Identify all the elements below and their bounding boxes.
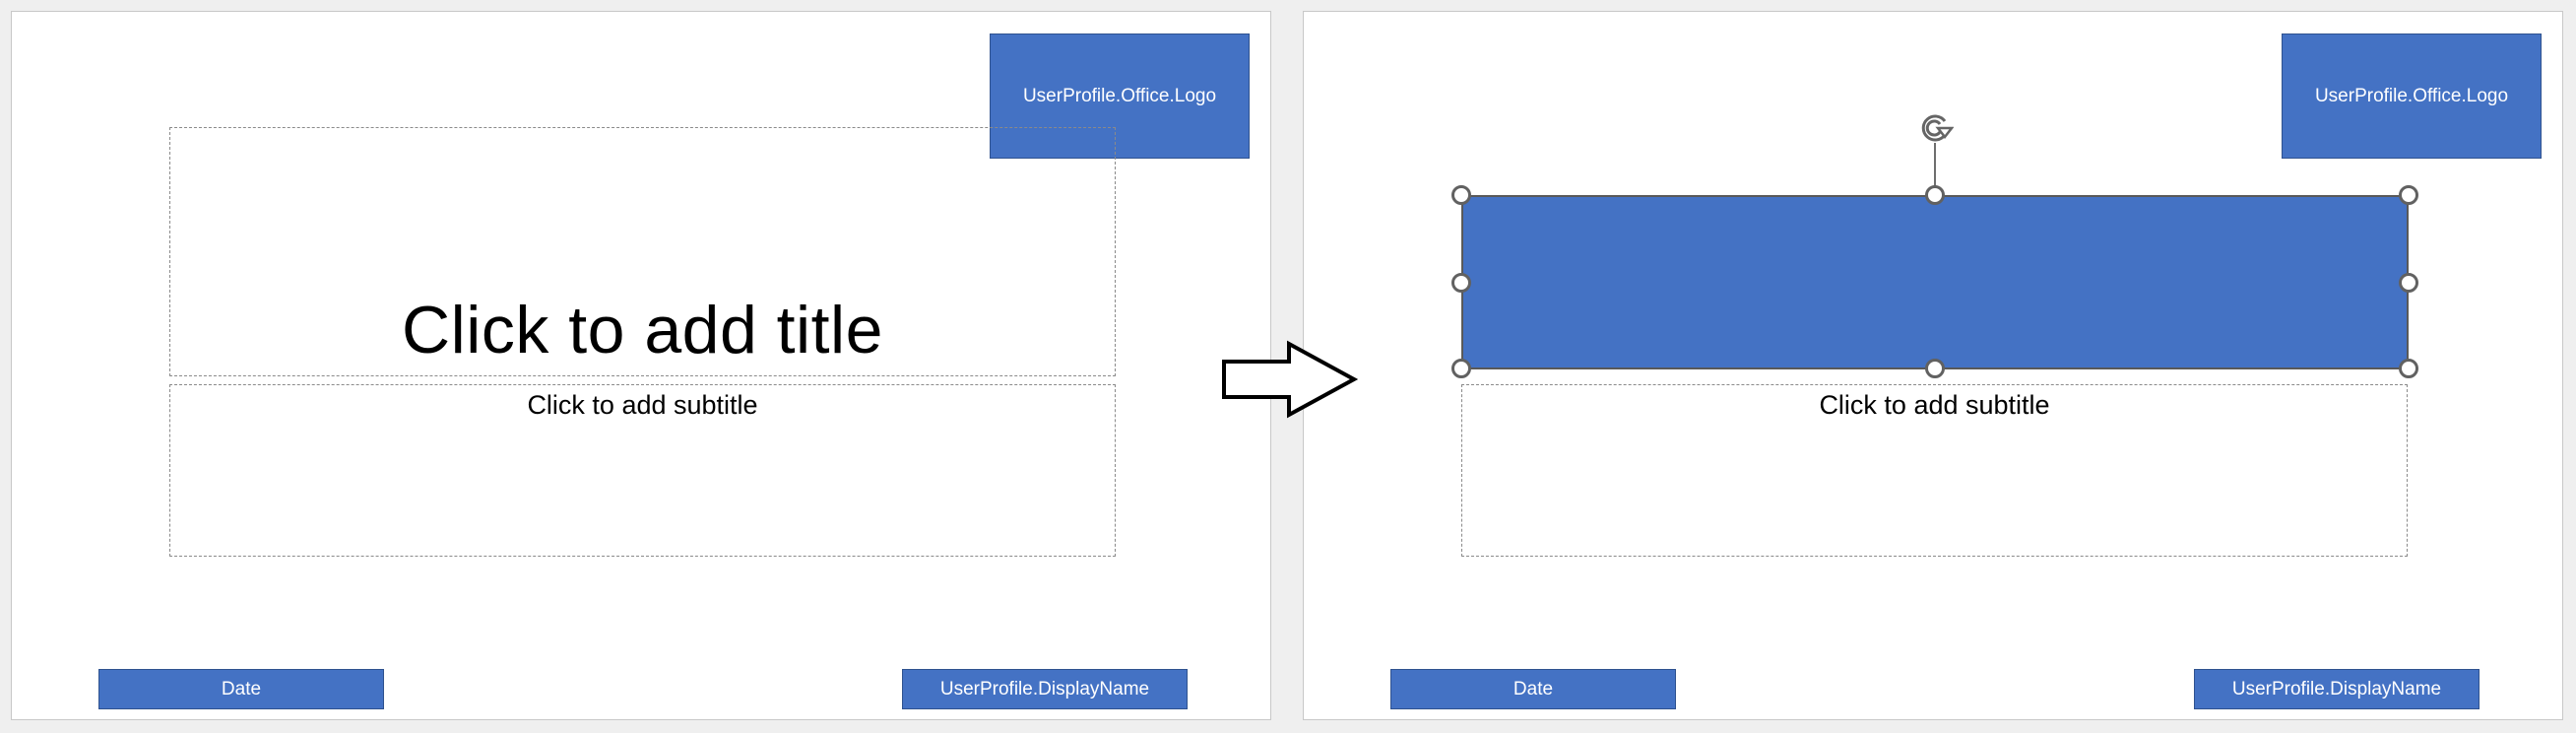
resize-handle-bottom-center[interactable] [1925, 359, 1945, 378]
logo-placeholder-label: UserProfile.Office.Logo [2314, 85, 2509, 106]
rotate-icon[interactable] [1916, 109, 1954, 147]
slide-before[interactable]: UserProfile.Office.Logo Click to add tit… [11, 11, 1271, 720]
display-name-placeholder-label: UserProfile.DisplayName [939, 678, 1150, 700]
subtitle-placeholder[interactable]: Click to add subtitle [169, 384, 1116, 557]
resize-handle-top-right[interactable] [2399, 185, 2418, 205]
rotation-handle-stem [1934, 143, 1936, 194]
title-placeholder[interactable]: Click to add title [169, 127, 1116, 376]
subtitle-placeholder[interactable]: Click to add subtitle [1461, 384, 2408, 557]
logo-placeholder-label: UserProfile.Office.Logo [1022, 85, 1217, 106]
selected-rectangle-shape[interactable] [1461, 195, 2409, 369]
right-arrow-icon [1222, 340, 1359, 419]
resize-handle-top-center[interactable] [1925, 185, 1945, 205]
display-name-placeholder[interactable]: UserProfile.DisplayName [2194, 669, 2479, 709]
slide-after[interactable]: UserProfile.Office.Logo Click to add sub… [1303, 11, 2563, 720]
date-placeholder-label: Date [1513, 678, 1554, 700]
date-placeholder[interactable]: Date [98, 669, 384, 709]
resize-handle-middle-left[interactable] [1451, 273, 1471, 293]
date-placeholder[interactable]: Date [1390, 669, 1676, 709]
subtitle-placeholder-text: Click to add subtitle [527, 390, 758, 420]
subtitle-placeholder-text: Click to add subtitle [1819, 390, 2050, 420]
resize-handle-bottom-left[interactable] [1451, 359, 1471, 378]
resize-handle-bottom-right[interactable] [2399, 359, 2418, 378]
logo-placeholder[interactable]: UserProfile.Office.Logo [990, 33, 1250, 159]
logo-placeholder[interactable]: UserProfile.Office.Logo [2282, 33, 2542, 159]
date-placeholder-label: Date [221, 678, 262, 700]
resize-handle-top-left[interactable] [1451, 185, 1471, 205]
display-name-placeholder[interactable]: UserProfile.DisplayName [902, 669, 1188, 709]
title-placeholder-text: Click to add title [402, 293, 883, 367]
display-name-placeholder-label: UserProfile.DisplayName [2231, 678, 2442, 700]
resize-handle-middle-right[interactable] [2399, 273, 2418, 293]
